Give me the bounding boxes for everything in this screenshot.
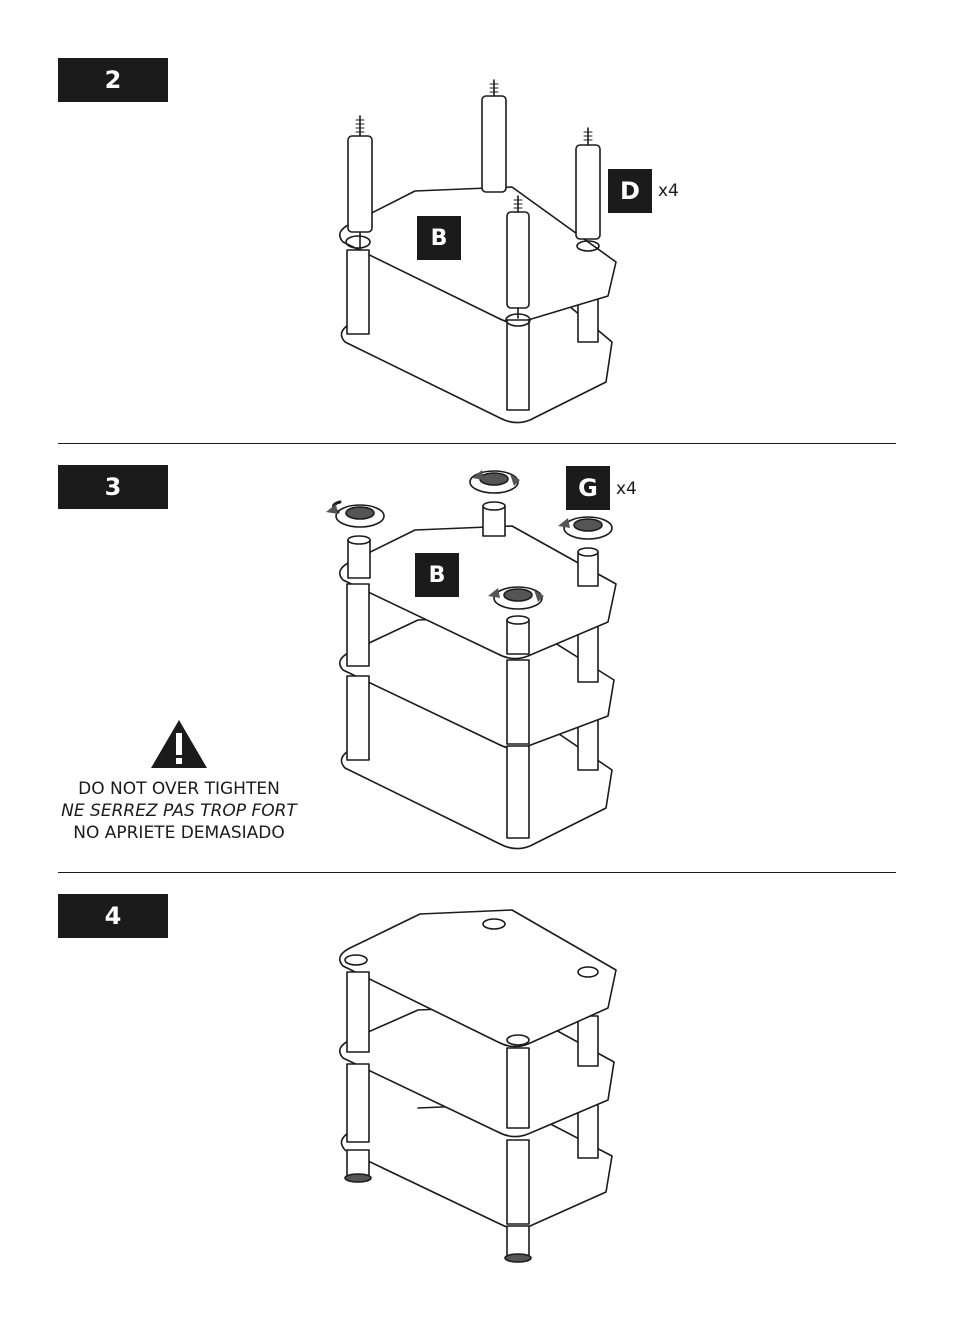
step-number-badge: 4 (58, 894, 168, 938)
section-divider (58, 872, 896, 873)
part-badge-d: D (608, 169, 652, 213)
warning-text-es: NO APRIETE DEMASIADO (73, 823, 285, 843)
step-number-badge: 3 (58, 465, 168, 509)
step-number-badge: 2 (58, 58, 168, 102)
cap-rotate-icon (488, 586, 544, 610)
exclamation-triangle-icon (151, 720, 207, 768)
warning-note: DO NOT OVER TIGHTEN NE SERREZ PAS TROP F… (40, 718, 318, 844)
part-badge-g: G (566, 466, 610, 510)
step-3-illustration (326, 470, 617, 850)
part-quantity: x4 (616, 479, 637, 499)
section-divider (58, 443, 896, 444)
cap-rotate-icon (558, 516, 613, 540)
part-badge-b: B (417, 216, 461, 260)
step-2-illustration (338, 79, 617, 424)
warning-text-fr: NE SERREZ PAS TROP FORT (61, 801, 297, 821)
step-4-illustration (338, 909, 617, 1263)
cap-rotate-icon (326, 500, 385, 528)
part-quantity: x4 (658, 181, 679, 201)
part-badge-b: B (415, 553, 459, 597)
cap-rotate-icon (469, 470, 520, 494)
warning-text-en: DO NOT OVER TIGHTEN (78, 779, 280, 799)
